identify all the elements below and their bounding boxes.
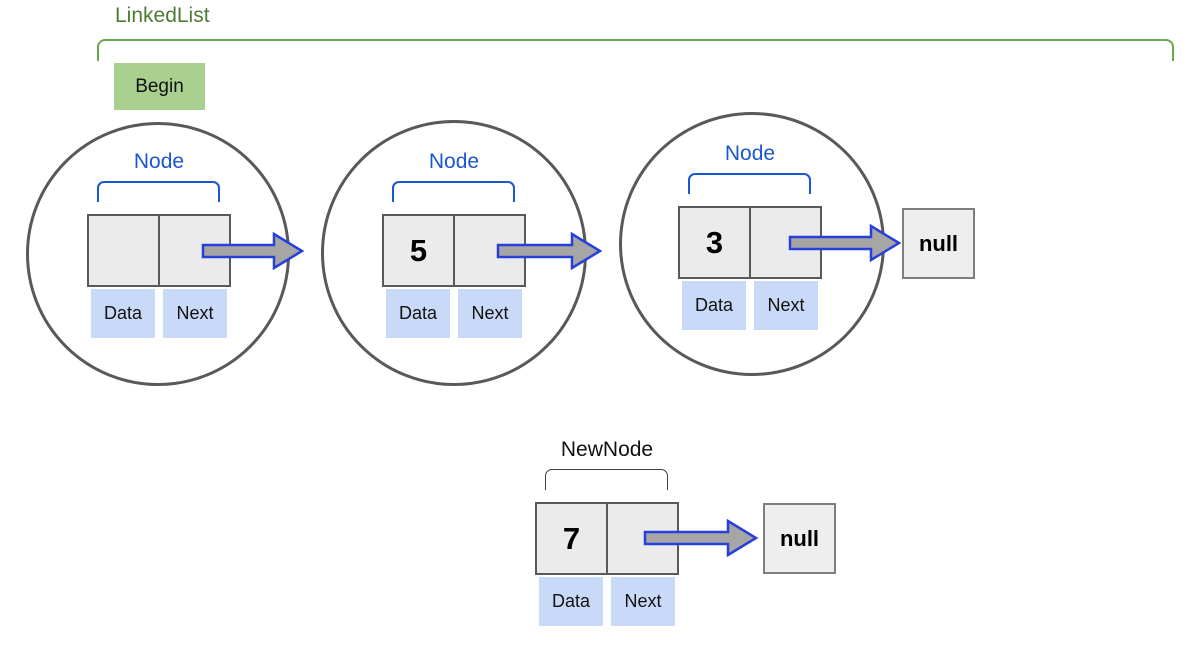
data-field-label: Data [386,289,450,338]
data-cell: 7 [535,502,608,575]
node-cells: 3 [678,206,822,279]
data-value: 7 [562,520,581,556]
node-cells: 5 [382,214,526,287]
newnode-null-box: null [763,503,836,574]
next-field-label: Next [754,281,818,330]
node-cells [87,214,231,287]
data-field-label: Data [682,281,746,330]
linked-list-node-3: Node 3 Data Next [678,142,842,342]
next-cell [606,502,679,575]
data-value: 3 [705,224,724,260]
new-node: NewNode 7 Data Next [535,438,699,638]
node-label: Node [724,142,776,165]
node-bracket [97,181,220,202]
data-cell [87,214,160,287]
next-cell [749,206,822,279]
next-cell [158,214,231,287]
begin-box: Begin [114,63,205,110]
node-bracket [392,181,515,202]
null-box: null [902,208,975,279]
data-field-label: Data [539,577,603,626]
newnode-bracket [545,469,668,490]
data-cell: 3 [678,206,751,279]
null-label: null [779,525,820,551]
data-value: 5 [409,232,428,268]
node-label: Node [428,150,480,173]
next-cell [453,214,526,287]
null-label: null [918,230,959,256]
data-cell: 5 [382,214,455,287]
node-cells: 7 [535,502,679,575]
begin-label: Begin [135,75,184,97]
next-field-label: Next [163,289,227,338]
node-bracket [688,173,811,194]
next-field-label: Next [611,577,675,626]
data-field-label: Data [91,289,155,338]
linkedlist-title: LinkedList [115,4,210,27]
node-label: Node [133,150,185,173]
linkedlist-span-bracket [97,39,1174,61]
linked-list-node-1: Node Data Next [87,150,251,350]
linked-list-node-2: Node 5 Data Next [382,150,546,350]
next-field-label: Next [458,289,522,338]
newnode-label: NewNode [560,438,654,461]
